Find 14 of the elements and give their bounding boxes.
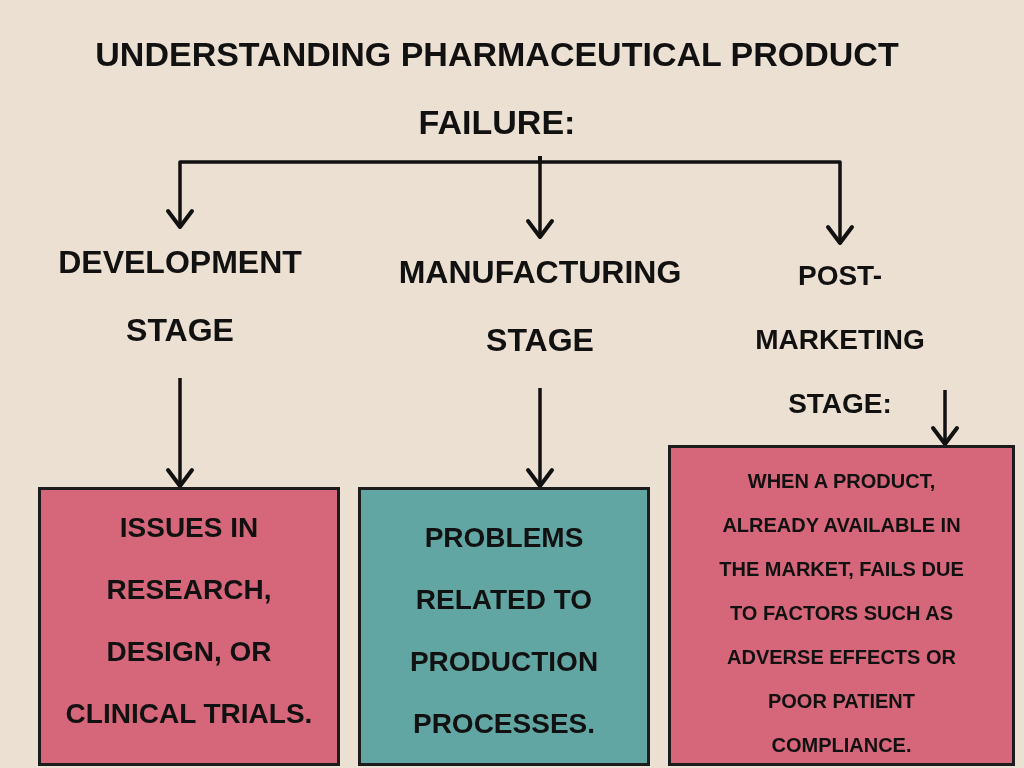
box-text: PROBLEMS RELATED TO PRODUCTION PROCESSES.: [408, 521, 600, 741]
stage-label: MANUFACTURING STAGE: [390, 238, 690, 374]
box-text: ISSUES IN RESEARCH, DESIGN, OR CLINICAL TRIALS.: [64, 511, 314, 731]
arrow: [166, 378, 194, 488]
description-box: [358, 487, 650, 766]
stage-label: POST-MARKETING STAGE:: [750, 244, 930, 436]
description-box: [38, 487, 340, 766]
arrow: [526, 388, 554, 488]
box-text: WHEN A PRODUCT, ALREADY AVAILABLE IN THE MARKET, FAILS DUE TO FACTORS SUCH AS ADVERSE EFFECTS OR POOR PATIENT COMPLIANCE.: [718, 469, 965, 758]
arrow: [931, 390, 959, 446]
stage-label: DEVELOPMENT STAGE: [40, 228, 320, 364]
arrow: [538, 156, 854, 245]
description-box: [668, 445, 1015, 766]
title-text: UNDERSTANDING PHARMACEUTICAL PRODUCT FAILURE:: [47, 20, 947, 156]
